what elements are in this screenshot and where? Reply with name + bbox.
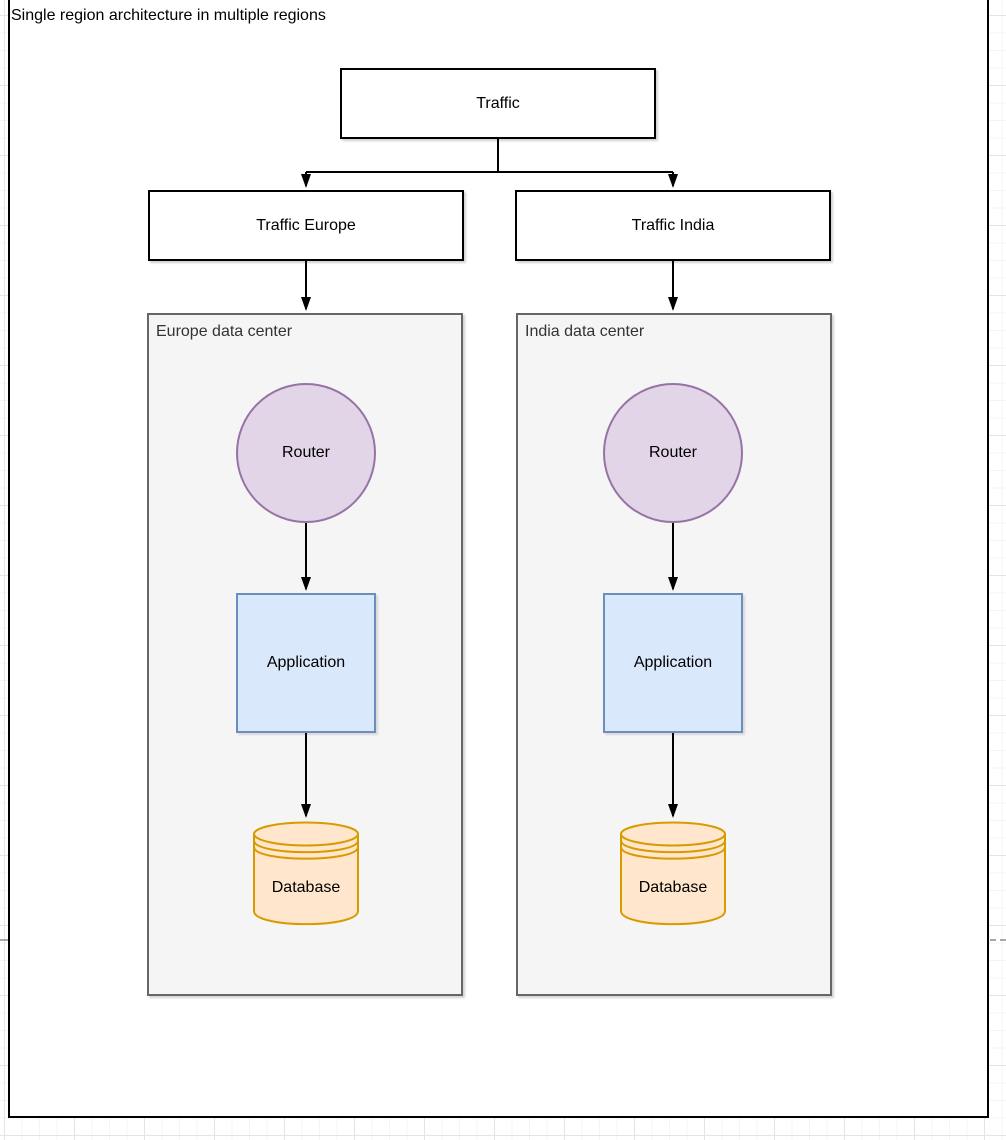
node-application-europe[interactable]: Application [236,593,376,733]
page-break-line [0,939,8,941]
node-traffic-india-label: Traffic India [631,216,715,234]
node-database-india-label: Database [638,879,708,896]
node-traffic-india[interactable]: Traffic India [515,190,831,261]
node-database-india[interactable]: Database [619,820,727,926]
node-database-europe-label: Database [271,879,341,896]
database-cylinder-icon [620,821,726,926]
container-europe-label: Europe data center [156,323,293,340]
database-cylinder-icon [253,821,359,926]
node-application-india-label: Application [633,654,713,671]
node-traffic-europe-label: Traffic Europe [256,216,356,234]
container-india-label: India data center [525,323,645,340]
diagram-title[interactable]: Single region architecture in multiple r… [11,7,326,24]
node-router-india-label: Router [648,444,698,461]
node-application-india[interactable]: Application [603,593,743,733]
node-traffic-label: Traffic [476,94,520,112]
node-router-india[interactable]: Router [603,383,743,523]
node-router-europe[interactable]: Router [236,383,376,523]
node-application-europe-label: Application [266,654,346,671]
node-database-europe[interactable]: Database [252,820,360,926]
node-traffic[interactable]: Traffic [340,68,656,139]
node-traffic-europe[interactable]: Traffic Europe [148,190,464,261]
page-break-line [990,939,1006,941]
node-router-europe-label: Router [281,444,331,461]
